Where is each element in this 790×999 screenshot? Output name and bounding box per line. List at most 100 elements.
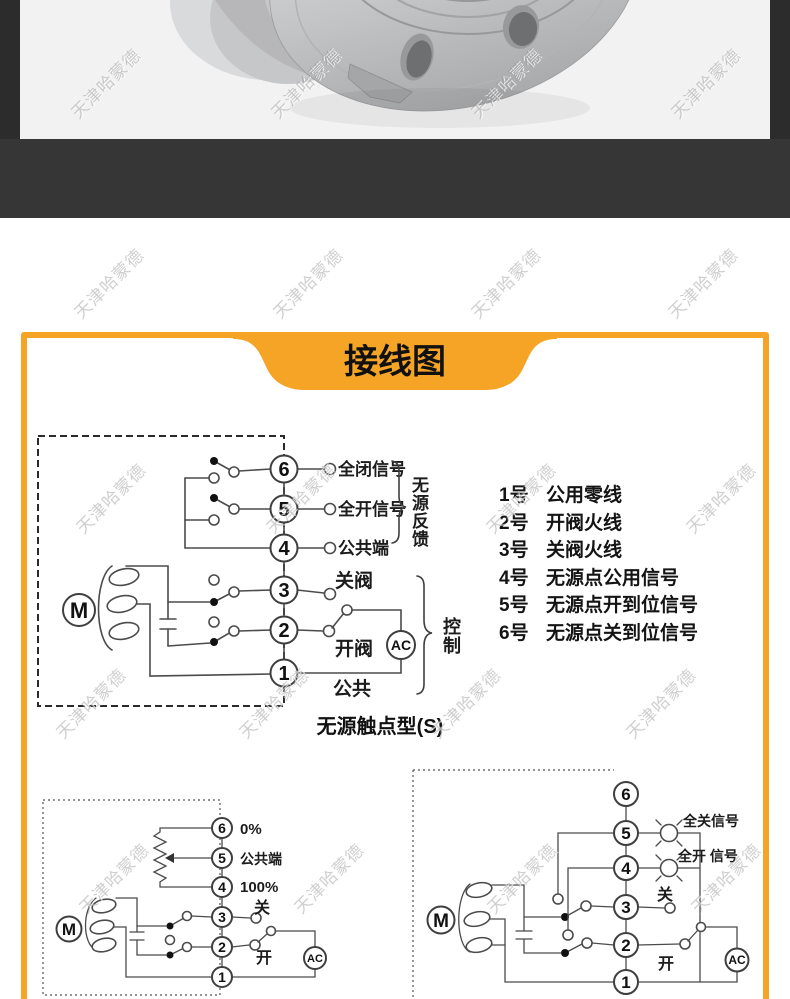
terminal-number: 4 (218, 879, 226, 895)
motor-symbol (62, 593, 96, 627)
label-close: 关 (254, 898, 270, 917)
legend-desc: 无源点关到位信号 (546, 622, 699, 644)
wiring-panel (21, 332, 769, 999)
signal-lamps-and-ac: AC (637, 819, 750, 983)
product-photo-valve-flange (20, 0, 770, 139)
label-open-valve: 开阀 (335, 637, 373, 660)
section-banner: 接线图 (233, 332, 557, 390)
terminal-number: 5 (621, 824, 630, 843)
wiper-arrow (165, 853, 174, 863)
label-open: 开 (658, 955, 674, 973)
legend-num: 2号 (499, 512, 529, 534)
label-close: 关 (657, 885, 673, 904)
terminal-block: 6 5 4 3 2 1 (613, 781, 639, 995)
terminal-number: 4 (278, 538, 290, 560)
diagram-caption: 无源触点型(S) (316, 716, 444, 738)
ac-source-symbol (303, 946, 327, 970)
lamp-full-close (659, 823, 679, 843)
motor-label: M (70, 598, 88, 623)
terminal-number: 5 (278, 499, 289, 521)
actuator-enclosure-outline (37, 435, 285, 707)
legend-row: 2号开阀火线 (499, 510, 698, 538)
enclosure-outline (42, 799, 221, 996)
label-full-open-signal: 全开信号 (337, 499, 406, 519)
legend-num: 1号 (499, 485, 529, 506)
legend-desc: 开阀火线 (546, 512, 623, 534)
motor-symbol (426, 905, 456, 935)
ac-label: AC (307, 953, 323, 965)
terminal-number: 6 (218, 820, 226, 836)
label-common: 公共 (333, 678, 371, 700)
motor-and-capacitor: M (62, 565, 272, 677)
terminal-number: 4 (621, 859, 631, 878)
terminal-number: 3 (278, 580, 289, 602)
label-passive-feedback: 无源反馈 (409, 476, 428, 548)
legend-num: 5号 (499, 595, 529, 616)
label-open: 开 (256, 949, 272, 967)
motor-label: M (62, 920, 76, 939)
terminal-number: 1 (218, 969, 226, 985)
main-wiring-diagram: AC M 6 5 4 3 2 1 全闭信号 全开信号 (37, 435, 433, 707)
ac-source-symbol (724, 947, 750, 973)
label-control: 控制 (441, 617, 461, 655)
motor-symbol (55, 915, 83, 943)
label-100-percent: 100% (240, 879, 278, 896)
label-full-close-signal: 全关信号 (682, 813, 739, 829)
legend-desc: 无源点公用信号 (546, 567, 680, 589)
legend-row: 6号无源点关到位信号 (499, 620, 698, 648)
watermark-text: 天津哈蒙德 (467, 245, 545, 323)
ac-label: AC (391, 637, 411, 653)
legend-row: 1号公用零线 (499, 482, 698, 510)
right-contacts: AC (231, 912, 327, 978)
label-common-terminal: 公共端 (338, 538, 389, 558)
watermark-text: 天津哈蒙德 (269, 245, 347, 323)
terminal-number: 3 (621, 898, 630, 917)
lamp-full-open (659, 858, 679, 878)
legend-desc: 无源点开到位信号 (546, 595, 699, 616)
label-0-percent: 0% (240, 821, 262, 838)
ac-source-symbol (386, 630, 416, 660)
modulating-wiring-diagram: AC M 6 5 4 3 2 1 0% 公共端 100% 关 (42, 799, 327, 996)
terminal-contacts-right: AC (296, 462, 416, 674)
terminal-number: 1 (621, 973, 630, 992)
label-close-valve: 关阀 (335, 569, 373, 592)
photo-right-dark-edge (770, 0, 790, 139)
motor-label: M (433, 911, 449, 932)
legend-row: 5号无源点开到位信号 (499, 592, 698, 620)
photo-left-dark-edge (0, 0, 20, 139)
terminal-number: 5 (218, 850, 226, 866)
banner-title: 接线图 (344, 343, 446, 381)
terminal-number: 1 (278, 663, 289, 685)
valve-flange-illustration (170, 0, 641, 128)
potentiometer (152, 827, 213, 888)
control-brace (416, 575, 433, 695)
legend-row: 4号无源点公用信号 (499, 565, 698, 593)
motor-and-capacitor: M (55, 897, 213, 978)
terminal-number: 2 (278, 620, 289, 642)
terminal-number: 3 (218, 909, 226, 925)
watermark-text: 天津哈蒙德 (664, 245, 742, 323)
control-switches (164, 910, 213, 959)
terminal-block: 6 5 4 3 2 1 (211, 817, 233, 988)
legend-num: 6号 (499, 622, 529, 644)
control-switches (552, 832, 615, 957)
motor-and-capacitor: M (426, 881, 615, 983)
terminal-legend: 1号公用零线 2号开阀火线 3号关阀火线 4号无源点公用信号 5号无源点开到位信… (499, 482, 698, 647)
legend-num: 4号 (499, 567, 529, 589)
ac-label: AC (728, 953, 746, 967)
legend-desc: 关阀火线 (546, 540, 623, 561)
feedback-switches (184, 457, 272, 549)
legend-desc: 公用零线 (546, 485, 623, 506)
label-full-close-signal: 全闭信号 (337, 459, 406, 479)
lamp-signal-wiring-diagram: M (412, 769, 750, 999)
legend-num: 3号 (499, 540, 529, 561)
control-switches (208, 574, 272, 646)
terminal-number: 6 (278, 459, 289, 481)
label-common-terminal: 公共端 (240, 851, 282, 867)
terminal-block: 6 5 4 3 2 1 (269, 454, 299, 688)
terminal-number: 6 (621, 785, 630, 804)
feedback-brace (391, 460, 407, 544)
terminal-number: 2 (218, 939, 226, 955)
legend-row: 3号关阀火线 (499, 537, 698, 565)
